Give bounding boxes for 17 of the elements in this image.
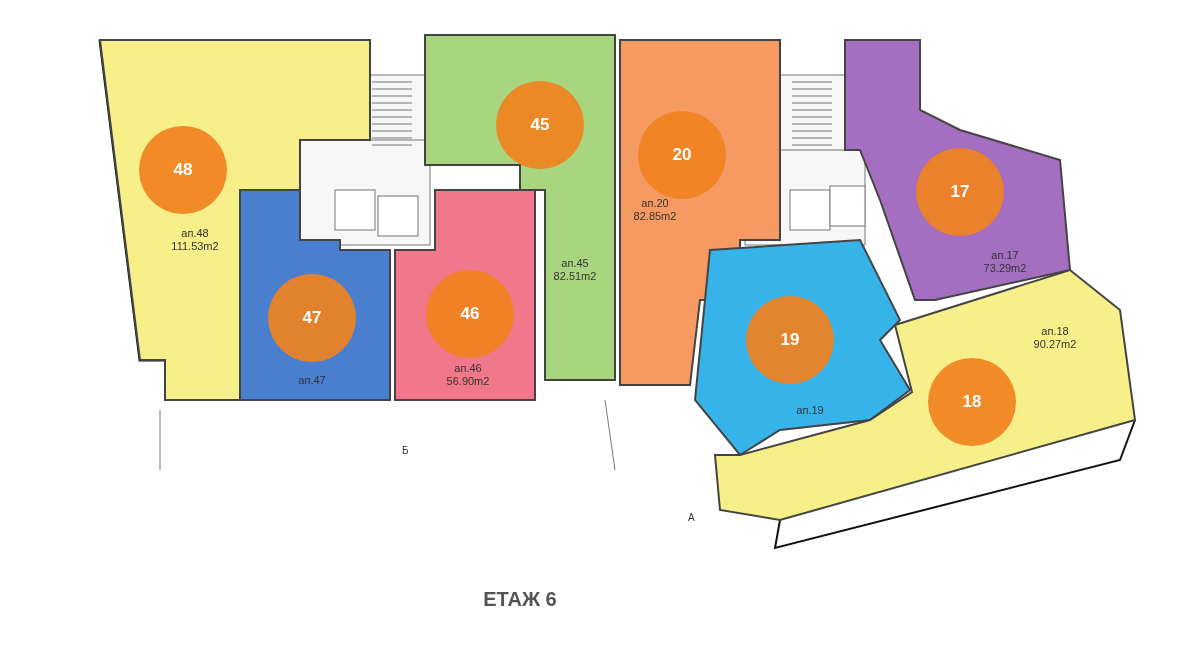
area-label: 82.85m2 bbox=[633, 210, 677, 223]
apartment-label: ап.17 bbox=[990, 249, 1020, 262]
area-label: 90.27m2 bbox=[1033, 338, 1077, 351]
area-label: 82.51m2 bbox=[553, 270, 597, 283]
apartment-label: ап.46 bbox=[453, 362, 483, 375]
area-label: 111.53m2 bbox=[171, 240, 219, 253]
apartment-label: ап.18 bbox=[1040, 325, 1070, 338]
apartment-label: ап.47 bbox=[298, 373, 326, 387]
apartment-label: ап.20 bbox=[640, 197, 670, 210]
area-label: 73.29m2 bbox=[983, 262, 1027, 275]
floor-title: ЕТАЖ 6 bbox=[482, 588, 558, 611]
apartment-label: ап.45 bbox=[560, 257, 590, 270]
section-mark: А bbox=[688, 512, 695, 523]
area-label: 56.90m2 bbox=[446, 375, 490, 388]
section-mark: Б bbox=[402, 445, 409, 456]
apartment-label: ап.19 bbox=[796, 403, 824, 417]
apartment-label: ап.48 bbox=[180, 227, 210, 240]
